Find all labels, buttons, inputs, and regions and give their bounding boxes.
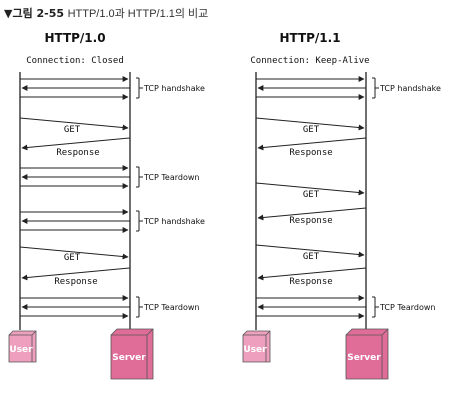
right-user-label: User (243, 345, 267, 355)
left-td1-label: TCP Teardown (143, 173, 199, 182)
figure-caption: ▼그림 2-55 HTTP/1.0과 HTTP/1.1의 비교 (4, 5, 208, 21)
right-resp3-arrow (257, 267, 367, 281)
right-get3-arrow (255, 244, 365, 258)
right-resp2-label: Response (289, 216, 332, 226)
right-panel: HTTP/1.1 Connection: Keep-Alive TCP hand… (242, 31, 441, 380)
left-hs2-brace (136, 210, 143, 232)
right-hs-brace (372, 77, 379, 99)
right-panel-subtitle: Connection: Keep-Alive (250, 56, 369, 66)
left-td1-brace (136, 166, 143, 188)
left-resp1-arrow (21, 137, 131, 151)
left-resp1-label: Response (56, 148, 99, 158)
right-td-brace (372, 296, 379, 318)
right-get1-label: GET (303, 125, 320, 135)
right-panel-title: HTTP/1.1 (279, 31, 340, 45)
left-get1-arrow (19, 117, 129, 131)
left-panel-subtitle: Connection: Closed (26, 56, 124, 66)
figure-title: HTTP/1.0과 HTTP/1.1의 비교 (67, 8, 209, 20)
left-hs1-label: TCP handshake (143, 84, 205, 93)
left-hs2-label: TCP handshake (143, 217, 205, 226)
left-get2-arrow (19, 246, 129, 260)
left-hs1-brace (136, 77, 143, 99)
right-resp2-arrow (257, 207, 367, 221)
right-user-box: User (242, 330, 271, 363)
left-resp2-arrow (21, 267, 131, 281)
left-td2-label: TCP Teardown (143, 303, 199, 312)
right-resp1-label: Response (289, 148, 332, 158)
right-resp1-arrow (257, 137, 367, 151)
left-get2-label: GET (64, 253, 81, 263)
left-server-label: Server (112, 353, 146, 363)
right-resp3-label: Response (289, 277, 332, 287)
right-td-label: TCP Teardown (379, 303, 435, 312)
left-resp2-label: Response (54, 277, 97, 287)
right-get1-arrow (255, 117, 365, 131)
right-server-label: Server (347, 353, 381, 363)
left-user-label: User (9, 345, 33, 355)
left-user-box: User (8, 330, 37, 363)
left-server-box: Server (110, 328, 154, 380)
right-hs-label: TCP handshake (379, 84, 441, 93)
left-panel-title: HTTP/1.0 (44, 31, 105, 45)
figure-number: ▼그림 2-55 (4, 7, 65, 20)
right-get2-arrow (255, 182, 365, 196)
right-get3-label: GET (303, 252, 320, 262)
right-server-box: Server (345, 328, 389, 380)
left-td2-brace (136, 296, 143, 318)
right-get2-label: GET (303, 190, 320, 200)
left-panel: HTTP/1.0 Connection: Closed TCP handshak… (8, 31, 205, 380)
left-get1-label: GET (64, 125, 81, 135)
